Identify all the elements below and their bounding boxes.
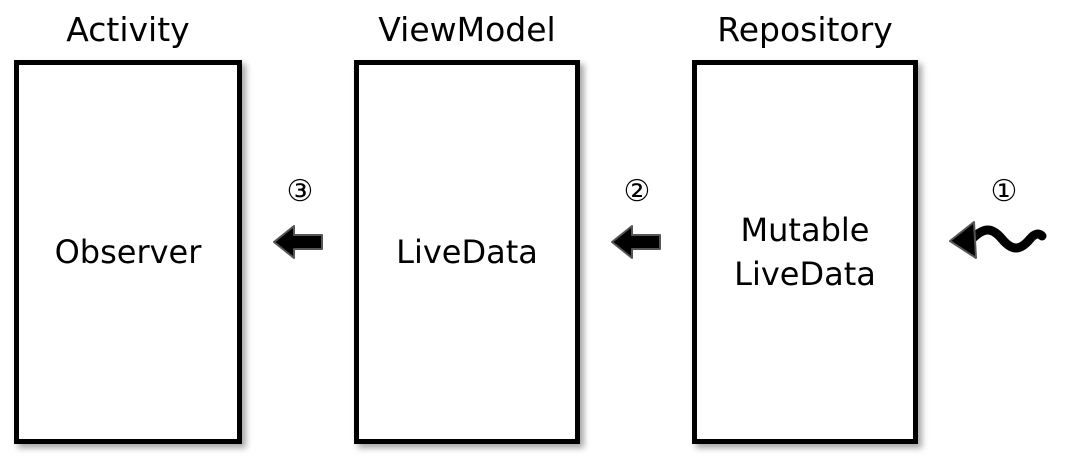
viewmodel-title: ViewModel <box>378 10 556 49</box>
repository-title: Repository <box>717 10 893 49</box>
activity-title: Activity <box>66 10 190 49</box>
repository-box: Mutable LiveData <box>692 60 918 444</box>
livedata-label: LiveData <box>396 233 538 271</box>
viewmodel-box: LiveData <box>354 60 580 444</box>
step-three-marker: ③ <box>286 174 314 209</box>
left-arrow-icon <box>611 225 661 259</box>
observer-label: Observer <box>54 233 202 271</box>
step-two-marker: ② <box>623 174 651 209</box>
mutable-livedata-label: Mutable LiveData <box>734 211 876 293</box>
wavy-arrow-icon <box>949 221 1047 259</box>
left-arrow-icon <box>273 225 323 259</box>
step-one-marker: ① <box>990 174 1018 209</box>
activity-box: Observer <box>14 60 242 444</box>
